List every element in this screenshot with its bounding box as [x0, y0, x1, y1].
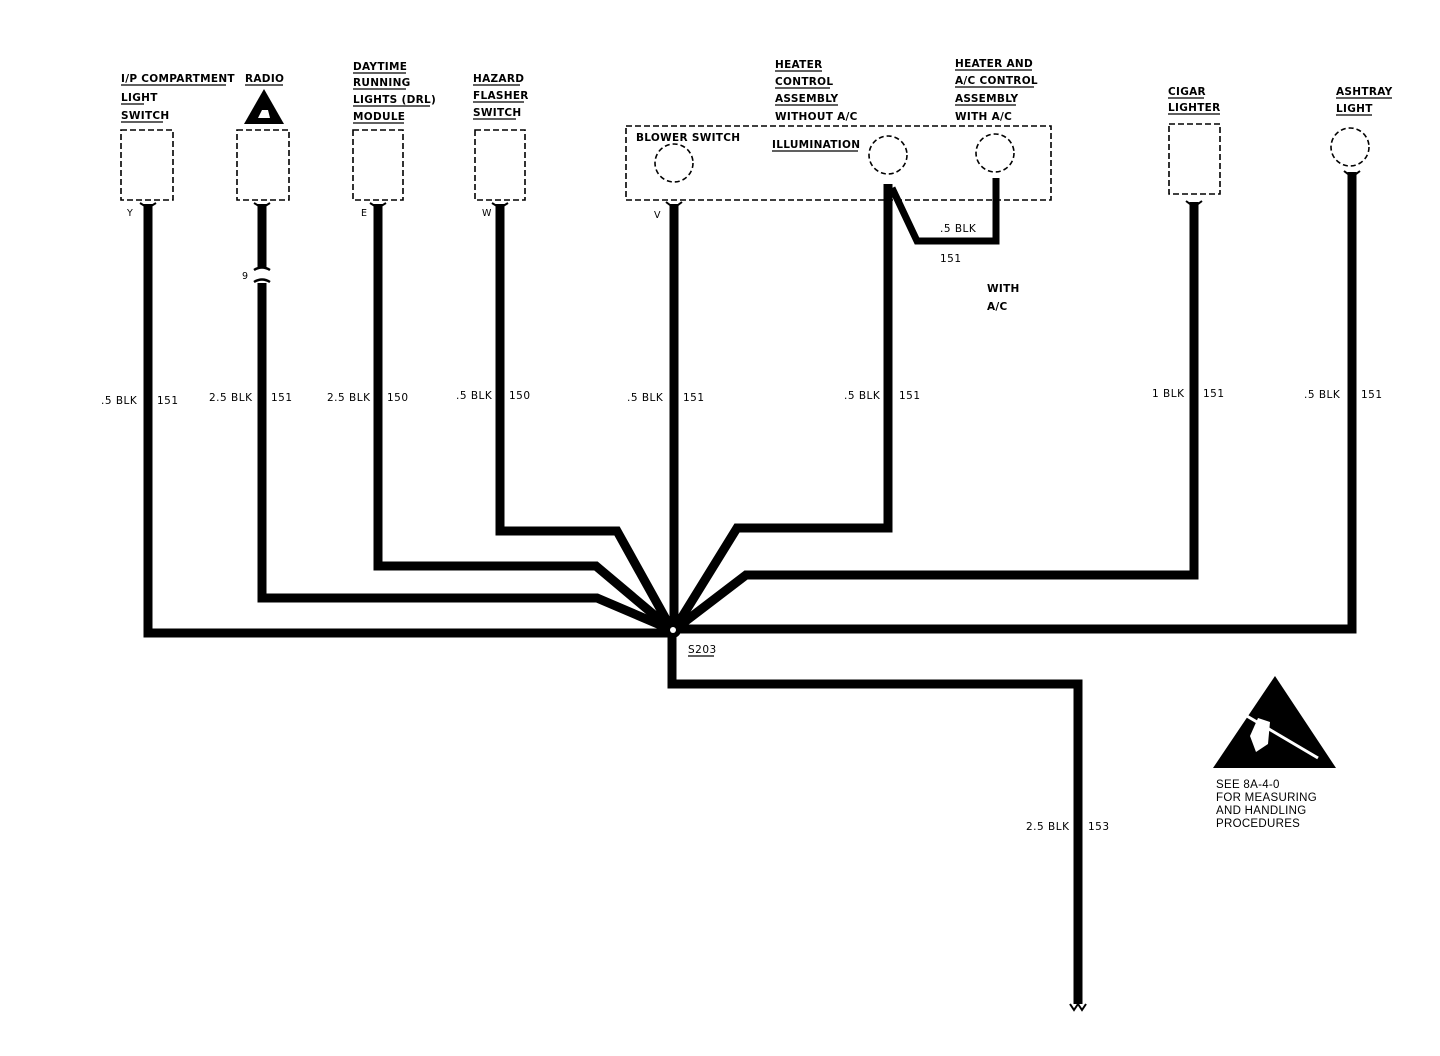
svg-text:I/P COMPARTMENT: I/P COMPARTMENT [121, 73, 235, 85]
svg-text:WITH A/C: WITH A/C [955, 111, 1012, 123]
svg-text:2.5 BLK: 2.5 BLK [1026, 821, 1070, 833]
svg-text:151: 151 [899, 390, 921, 402]
wire-ground [667, 636, 1083, 1004]
radio-connector-label: 9 [242, 271, 248, 282]
svg-text:ASHTRAY: ASHTRAY [1336, 86, 1393, 98]
svg-text:LIGHTER: LIGHTER [1168, 102, 1221, 114]
heater-ac-bulb-icon [975, 133, 1015, 173]
wire-ip-compartment [143, 204, 672, 638]
pin-w-label: W [482, 208, 492, 219]
svg-text:RADIO: RADIO [245, 73, 284, 85]
svg-text:DAYTIME: DAYTIME [353, 61, 407, 73]
illumination-label: ILLUMINATION [772, 139, 860, 152]
wire-drl [373, 204, 675, 634]
svg-text:151: 151 [1361, 389, 1383, 401]
svg-text:151: 151 [940, 253, 962, 265]
wire-ashtray [674, 172, 1357, 634]
svg-text:CONTROL: CONTROL [775, 76, 833, 88]
svg-text:S203: S203 [688, 644, 717, 656]
wire-end-break-icon [1069, 1002, 1087, 1012]
pin-v-label: V [654, 210, 661, 221]
wire-hazard [495, 204, 676, 633]
esd-warning-large-icon [1213, 676, 1336, 768]
splice-label: S203 [688, 644, 717, 657]
cigar-lighter-box [1168, 123, 1221, 195]
svg-text:LIGHTS (DRL): LIGHTS (DRL) [353, 94, 436, 106]
svg-text:.5 BLK: .5 BLK [627, 392, 664, 404]
svg-text:HEATER AND: HEATER AND [955, 58, 1033, 70]
svg-text:ILLUMINATION: ILLUMINATION [772, 139, 860, 151]
hazard-label: HAZARD FLASHER SWITCH [473, 73, 529, 120]
with-ac-label: WITH A/C [987, 283, 1020, 313]
heater-control-dashed-enclosure [625, 125, 1052, 201]
pin-e-label: E [361, 208, 367, 219]
wires [143, 172, 1357, 1004]
pin-y-label: Y [126, 208, 133, 219]
wire-labels: .5 BLK 151 2.5 BLK 151 2.5 BLK 150 .5 BL… [101, 223, 1383, 833]
terminal-marks [139, 170, 1361, 210]
svg-text:SEE 8A-4-0: SEE 8A-4-0 [1216, 779, 1280, 791]
radio-connector-icon [253, 266, 271, 284]
svg-text:LIGHT: LIGHT [1336, 103, 1373, 115]
svg-text:FOR MEASURING: FOR MEASURING [1216, 792, 1317, 804]
blower-switch-bulb-icon [654, 143, 694, 183]
svg-text:SWITCH: SWITCH [473, 107, 522, 119]
radio-label: RADIO [245, 73, 284, 86]
svg-text:SWITCH: SWITCH [121, 110, 170, 122]
svg-text:WITH: WITH [987, 283, 1020, 295]
cigar-lighter-label: CIGAR LIGHTER [1168, 86, 1221, 115]
ashtray-light-bulb-icon [1330, 127, 1370, 167]
svg-text:.5 BLK: .5 BLK [844, 390, 881, 402]
svg-text:151: 151 [157, 395, 179, 407]
radio-box [236, 129, 290, 201]
blower-switch-label: BLOWER SWITCH [636, 132, 740, 144]
svg-text:151: 151 [683, 392, 705, 404]
esd-note: SEE 8A-4-0 FOR MEASURING AND HANDLING PR… [1216, 779, 1317, 830]
wire-radio [257, 283, 674, 635]
svg-text:PROCEDURES: PROCEDURES [1216, 818, 1300, 830]
drl-module-label: DAYTIME RUNNING LIGHTS (DRL) MODULE [353, 61, 436, 124]
svg-text:ASSEMBLY: ASSEMBLY [775, 93, 839, 105]
svg-text:1 BLK: 1 BLK [1152, 388, 1185, 400]
svg-text:MODULE: MODULE [353, 111, 405, 123]
svg-text:ASSEMBLY: ASSEMBLY [955, 93, 1019, 105]
svg-text:.5 BLK: .5 BLK [456, 390, 493, 402]
svg-text:WITHOUT A/C: WITHOUT A/C [775, 111, 858, 123]
svg-text:RUNNING: RUNNING [353, 77, 411, 89]
drl-module-box [352, 129, 404, 201]
wire-cigar-lighter [671, 202, 1199, 634]
svg-text:AND HANDLING: AND HANDLING [1216, 805, 1307, 817]
svg-text:HAZARD: HAZARD [473, 73, 524, 85]
svg-text:153: 153 [1088, 821, 1110, 833]
svg-text:151: 151 [271, 392, 293, 404]
svg-text:CIGAR: CIGAR [1168, 86, 1206, 98]
svg-text:150: 150 [509, 390, 531, 402]
svg-text:.5 BLK: .5 BLK [1304, 389, 1341, 401]
heater-no-ac-label: HEATER CONTROL ASSEMBLY WITHOUT A/C [775, 59, 858, 123]
svg-text:A/C: A/C [987, 301, 1008, 313]
svg-text:150: 150 [387, 392, 409, 404]
svg-text:.5 BLK: .5 BLK [940, 223, 977, 235]
svg-text:2.5 BLK: 2.5 BLK [327, 392, 371, 404]
heater-no-ac-bulb-icon [868, 135, 908, 175]
esd-warning-icon [244, 89, 284, 124]
hazard-switch-box [474, 129, 526, 201]
svg-text:A/C CONTROL: A/C CONTROL [955, 75, 1038, 87]
ip-compartment-switch-box [120, 129, 174, 201]
svg-text:LIGHT: LIGHT [121, 92, 158, 104]
wire-heater [670, 184, 893, 633]
heater-ac-label: HEATER AND A/C CONTROL ASSEMBLY WITH A/C [955, 58, 1038, 123]
svg-text:HEATER: HEATER [775, 59, 823, 71]
svg-text:2.5 BLK: 2.5 BLK [209, 392, 253, 404]
svg-text:FLASHER: FLASHER [473, 90, 529, 102]
svg-text:.5 BLK: .5 BLK [101, 395, 138, 407]
svg-text:151: 151 [1203, 388, 1225, 400]
ip-compartment-label: I/P COMPARTMENT LIGHT SWITCH [121, 73, 235, 123]
ashtray-label: ASHTRAY LIGHT [1336, 86, 1393, 116]
wire-ac-jumper [888, 178, 1000, 245]
